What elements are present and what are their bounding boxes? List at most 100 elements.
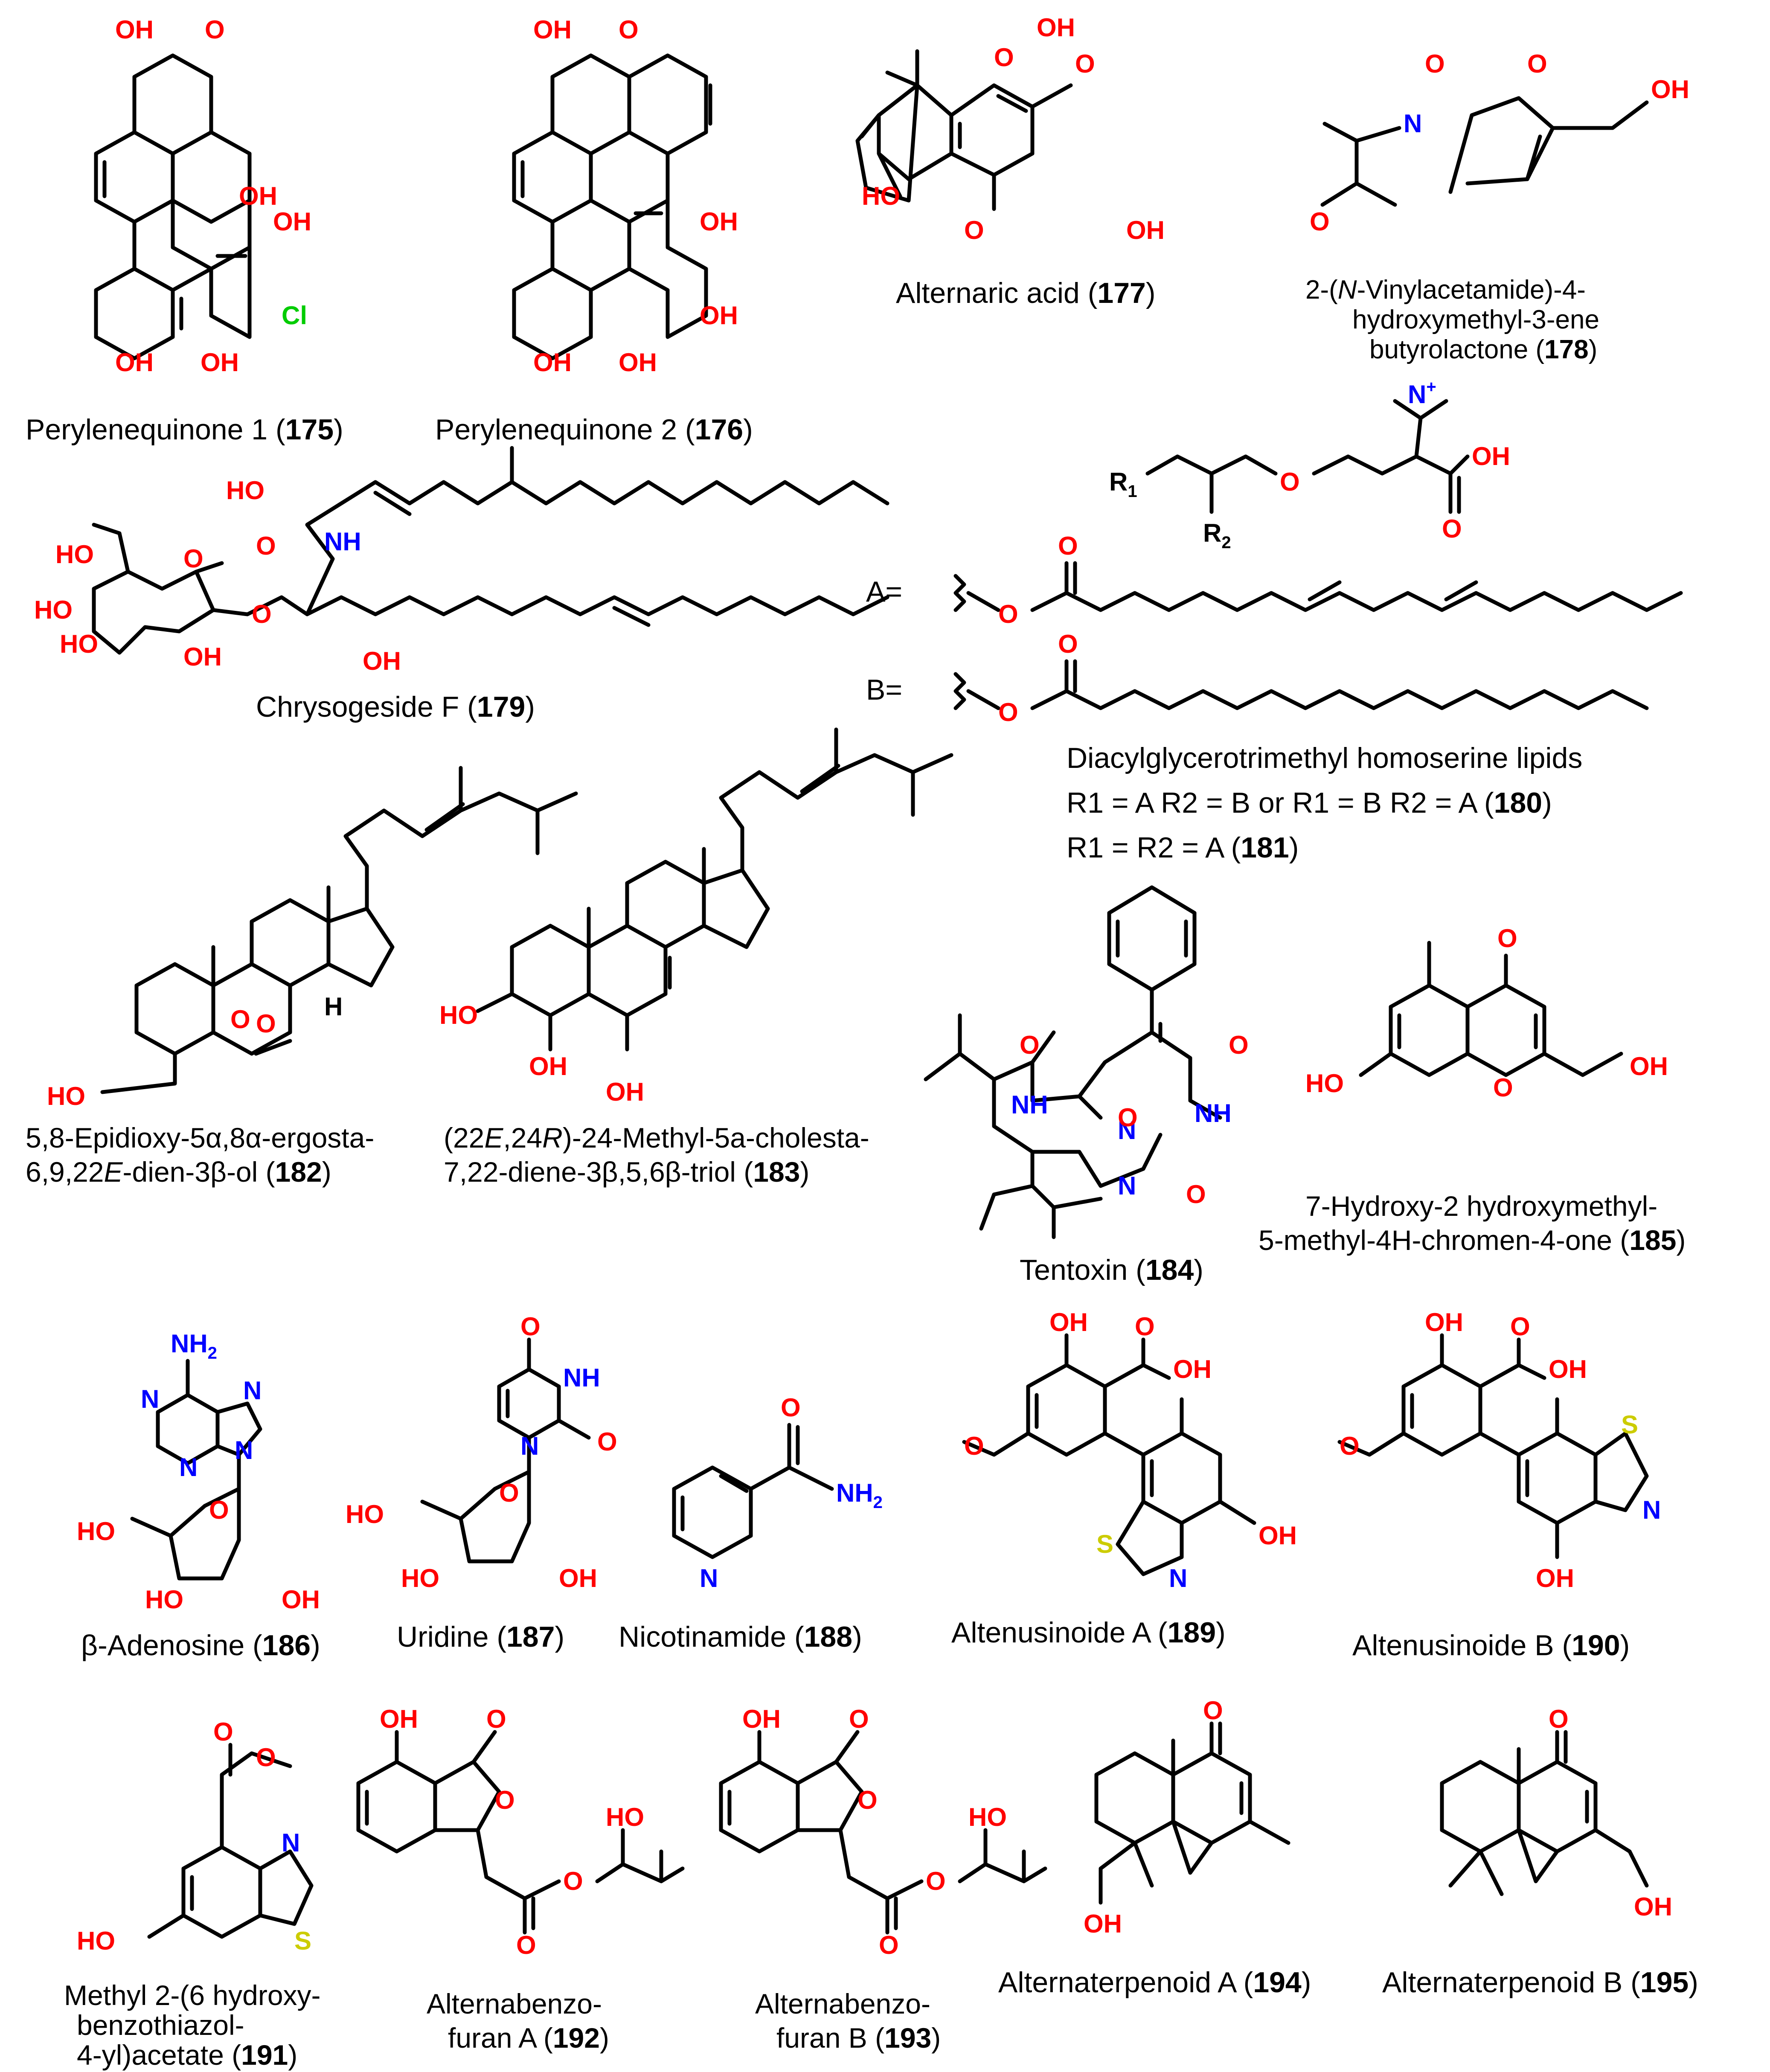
caption-189: Altenusinoide A (189) [951,1616,1226,1649]
glycosidic-oxygen-label: O [252,600,272,628]
carbonyl-label: O [619,15,639,44]
hydrogen-label: H [324,992,343,1021]
ring-nitrogen-label: N [520,1432,539,1460]
caption-191-line1: Methyl 2-(6 hydroxy- [64,1979,321,2011]
ring-nitrogen-label: N [1169,1564,1187,1593]
caption-185-line2: 5-methyl-4H-chromen-4-one (185) [1258,1224,1686,1256]
hydroxyl-label: OH [700,207,738,236]
sulfur-label: S [294,1927,311,1955]
caption-178-line2: hydroxymethyl-3-ene [1352,305,1599,334]
amide-nitrogen-label: N [1118,1116,1136,1145]
amide-oxygen-label: O [1310,207,1330,236]
hydroxyl-label: OH [363,647,401,675]
caption-179: Chrysogeside F (179) [256,691,535,723]
caption-186: β-Adenosine (186) [81,1629,320,1662]
caption-182-line1: 5,8-Epidioxy-5α,8α-ergosta- [26,1122,374,1154]
hydroxyl-label: OH [115,15,154,44]
caption-180: R1 = A R2 = B or R1 = B R2 = A (180) [1067,787,1552,819]
ring-oxygen-label: O [183,544,203,573]
r1-label: R1 [1109,468,1137,501]
ring-oxygen-label: O [1493,1073,1513,1102]
ring-nitrogen-label: N [141,1385,159,1413]
caption-183-line1: (22E,24R)-24-Methyl-5a-cholesta- [444,1122,869,1154]
ammonium-nitrogen-label: N+ [1408,378,1436,409]
acid-hydroxyl-label: OH [1472,442,1510,471]
ester-oxygen-label: O [926,1867,946,1895]
structure-183: HO OH OH [439,727,953,1106]
caption-184: Tentoxin (184) [1020,1254,1203,1286]
hydroxyl-label: HO [439,1001,478,1029]
acid-hydroxyl-label: OH [1037,13,1075,42]
phenol-hydroxyl-label: OH [742,1705,781,1733]
lactone-carbonyl-label: O [486,1705,506,1733]
structure-175: OH O OH OH Cl OH OH [94,15,311,377]
phenol-hydroxyl-label: OH [1126,216,1165,244]
caption-195: Alternaterpenoid B (195) [1382,1966,1698,1999]
carbonyl-label: O [520,1312,541,1341]
ketone-oxygen-label: O [1203,1696,1223,1725]
acid-carbonyl-label: O [994,43,1014,72]
methoxy-oxygen-label: O [1340,1432,1360,1460]
amide-oxygen-label: O [781,1393,801,1422]
caption-193-line1: Alternabenzo- [755,1988,930,2020]
structure-189: OH O OH O OH S N [962,1308,1297,1593]
ring-nitrogen-label: N [243,1376,262,1405]
caption-187: Uridine (187) [397,1621,564,1653]
hydroxyl-label: OH [529,1052,567,1081]
methoxy-oxygen-label: O [964,1432,984,1460]
imide-nitrogen-label: NH [563,1363,600,1392]
hydroxyl-label: OH [115,348,154,377]
structure-184: O O N NH NH O N O [924,885,1249,1239]
lactone-carbonyl-label: O [1425,49,1445,78]
amide-nitrogen-label: NH [1011,1090,1048,1119]
methoxy-oxygen-label: O [1075,49,1095,78]
caption-183-line2: 7,22-diene-3β,5,6β-triol (183) [444,1156,809,1188]
structure-182: HO O O H [47,766,578,1110]
carbonyl-label: O [205,15,225,44]
hydroxyl-label: OH [239,182,277,210]
structure-187: O NH O N O HO HO OH [346,1312,617,1593]
phenol-hydroxyl-label: OH [380,1705,418,1733]
caption-178-line3: butyrolactone (178) [1369,335,1597,364]
acid-carbonyl-label: O [1135,1312,1155,1341]
sulfur-label: S [1096,1530,1113,1558]
hydroxyl-label: HO [968,1803,1007,1831]
amide-oxygen-label: O [1229,1031,1249,1059]
ester-carbonyl-label: O [1058,630,1078,658]
structure-195: O OH [1440,1705,1672,1921]
ketone-oxygen-label: O [1549,1705,1569,1733]
hydroxyl-label: OH [1634,1892,1672,1921]
hydroxyl-label: HO [47,1082,85,1110]
caption-lipids-title: Diacylglycerotrimethyl homoserine lipids [1067,742,1582,774]
ring-oxygen-label: O [1527,49,1547,78]
ring-nitrogen-label: N [700,1564,718,1593]
hydroxyl-label: OH [619,348,657,377]
substituent-b-label: B= [866,674,902,706]
hydroxyl-label: HO [401,1564,439,1593]
ester-carbonyl-label: O [516,1931,536,1959]
caption-182-line2: 6,9,22E-dien-3β-ol (182) [26,1156,331,1188]
ring-oxygen-label: O [857,1786,878,1814]
ring-oxygen-label: O [209,1496,229,1524]
sugar-hydroxyl-label: HO [55,540,94,569]
hydroxyl-label: OH [559,1564,597,1593]
hydroxyl-label: HO [1305,1069,1344,1098]
hydroxyl-label: OH [282,1585,320,1614]
structure-192: OH O O O O HO [356,1705,685,1959]
ester-oxygen-label: O [563,1867,583,1895]
amide-nitrogen-label: N [1118,1171,1136,1200]
structure-180-181: R1 R2 O N+ OH O A= O O B= O O [866,378,1683,727]
acid-carbonyl-label: O [1510,1312,1530,1341]
ring-nitrogen-label: N [1642,1496,1661,1524]
hydroxyl-label: HO [77,1927,115,1955]
phenol-hydroxyl-label: OH [1536,1564,1574,1593]
structure-191: O O N S HO [77,1717,314,1955]
amide-oxygen-label: O [1186,1180,1206,1209]
hydroxyl-label: OH [1630,1052,1668,1081]
ester-carbonyl-label: O [1058,532,1078,560]
caption-176: Perylenequinone 2 (176) [435,413,753,446]
peroxide-oxygen-label: O [230,1005,250,1034]
ester-oxygen-label: O [998,698,1018,727]
hydroxyl-label: HO [606,1803,644,1831]
